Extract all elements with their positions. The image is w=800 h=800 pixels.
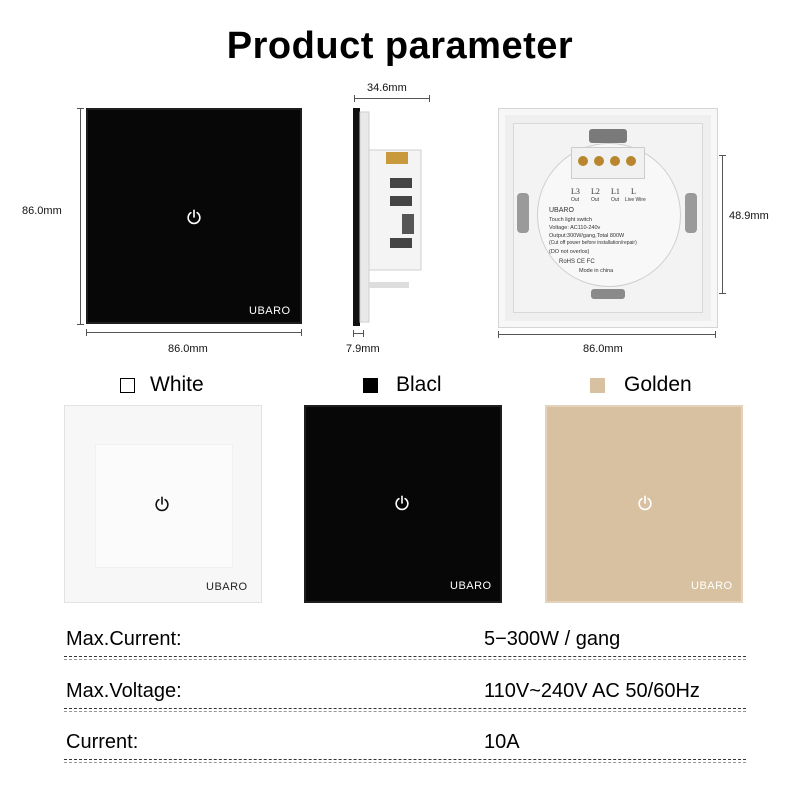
- spec-value-max-voltage: 110V~240V AC 50/60Hz: [484, 680, 700, 702]
- divider: [64, 656, 746, 657]
- white-swatch: [120, 378, 135, 393]
- power-icon: [155, 496, 169, 512]
- back-brand: UBARO: [549, 207, 574, 214]
- brand-label: UBARO: [249, 305, 291, 317]
- spec-label-current: Current:: [66, 731, 139, 753]
- page-title: Product parameter: [226, 25, 574, 67]
- switch-side-profile: [353, 108, 422, 326]
- front-width-label: 86.0mm: [168, 343, 208, 355]
- side-depth-label: 34.6mm: [367, 82, 407, 94]
- power-icon: [638, 495, 652, 511]
- black-swatch: [363, 378, 378, 393]
- brand-label: UBARO: [691, 580, 733, 592]
- dimension-line: [722, 155, 723, 294]
- back-box-height-label: 48.9mm: [729, 210, 769, 222]
- spec-label-max-voltage: Max.Voltage:: [66, 680, 182, 702]
- back-plate: L3 L2 L1 L Out Out Out Live Wire UBARO T…: [498, 108, 718, 328]
- divider: [64, 708, 746, 709]
- color-label-golden: Golden: [624, 373, 692, 396]
- back-width-label: 86.0mm: [583, 343, 623, 355]
- dimension-line: [498, 334, 716, 335]
- dimension-line: [80, 108, 81, 325]
- golden-switch-panel: UBARO: [545, 405, 743, 603]
- black-switch-panel: UBARO: [86, 108, 302, 324]
- spec-value-max-current: 5−300W / gang: [484, 628, 621, 650]
- dimension-line: [354, 98, 430, 99]
- cert-marks: RoHS CE FC: [559, 259, 595, 265]
- color-label-black: Blacl: [396, 373, 442, 396]
- golden-swatch: [590, 378, 605, 393]
- black-switch-panel: UBARO: [304, 405, 502, 603]
- divider: [64, 759, 746, 760]
- white-switch-panel: UBARO: [64, 405, 262, 603]
- brand-label: UBARO: [450, 580, 492, 592]
- power-icon: [187, 209, 201, 225]
- spec-label-max-current: Max.Current:: [66, 628, 182, 650]
- side-thickness-label: 7.9mm: [346, 343, 380, 355]
- brand-label: UBARO: [206, 581, 248, 593]
- dimension-line: [86, 332, 302, 333]
- color-label-white: White: [150, 373, 204, 396]
- spec-value-current: 10A: [484, 731, 520, 753]
- power-icon: [395, 495, 409, 511]
- front-height-label: 86.0mm: [22, 205, 62, 217]
- dimension-line: [353, 333, 364, 334]
